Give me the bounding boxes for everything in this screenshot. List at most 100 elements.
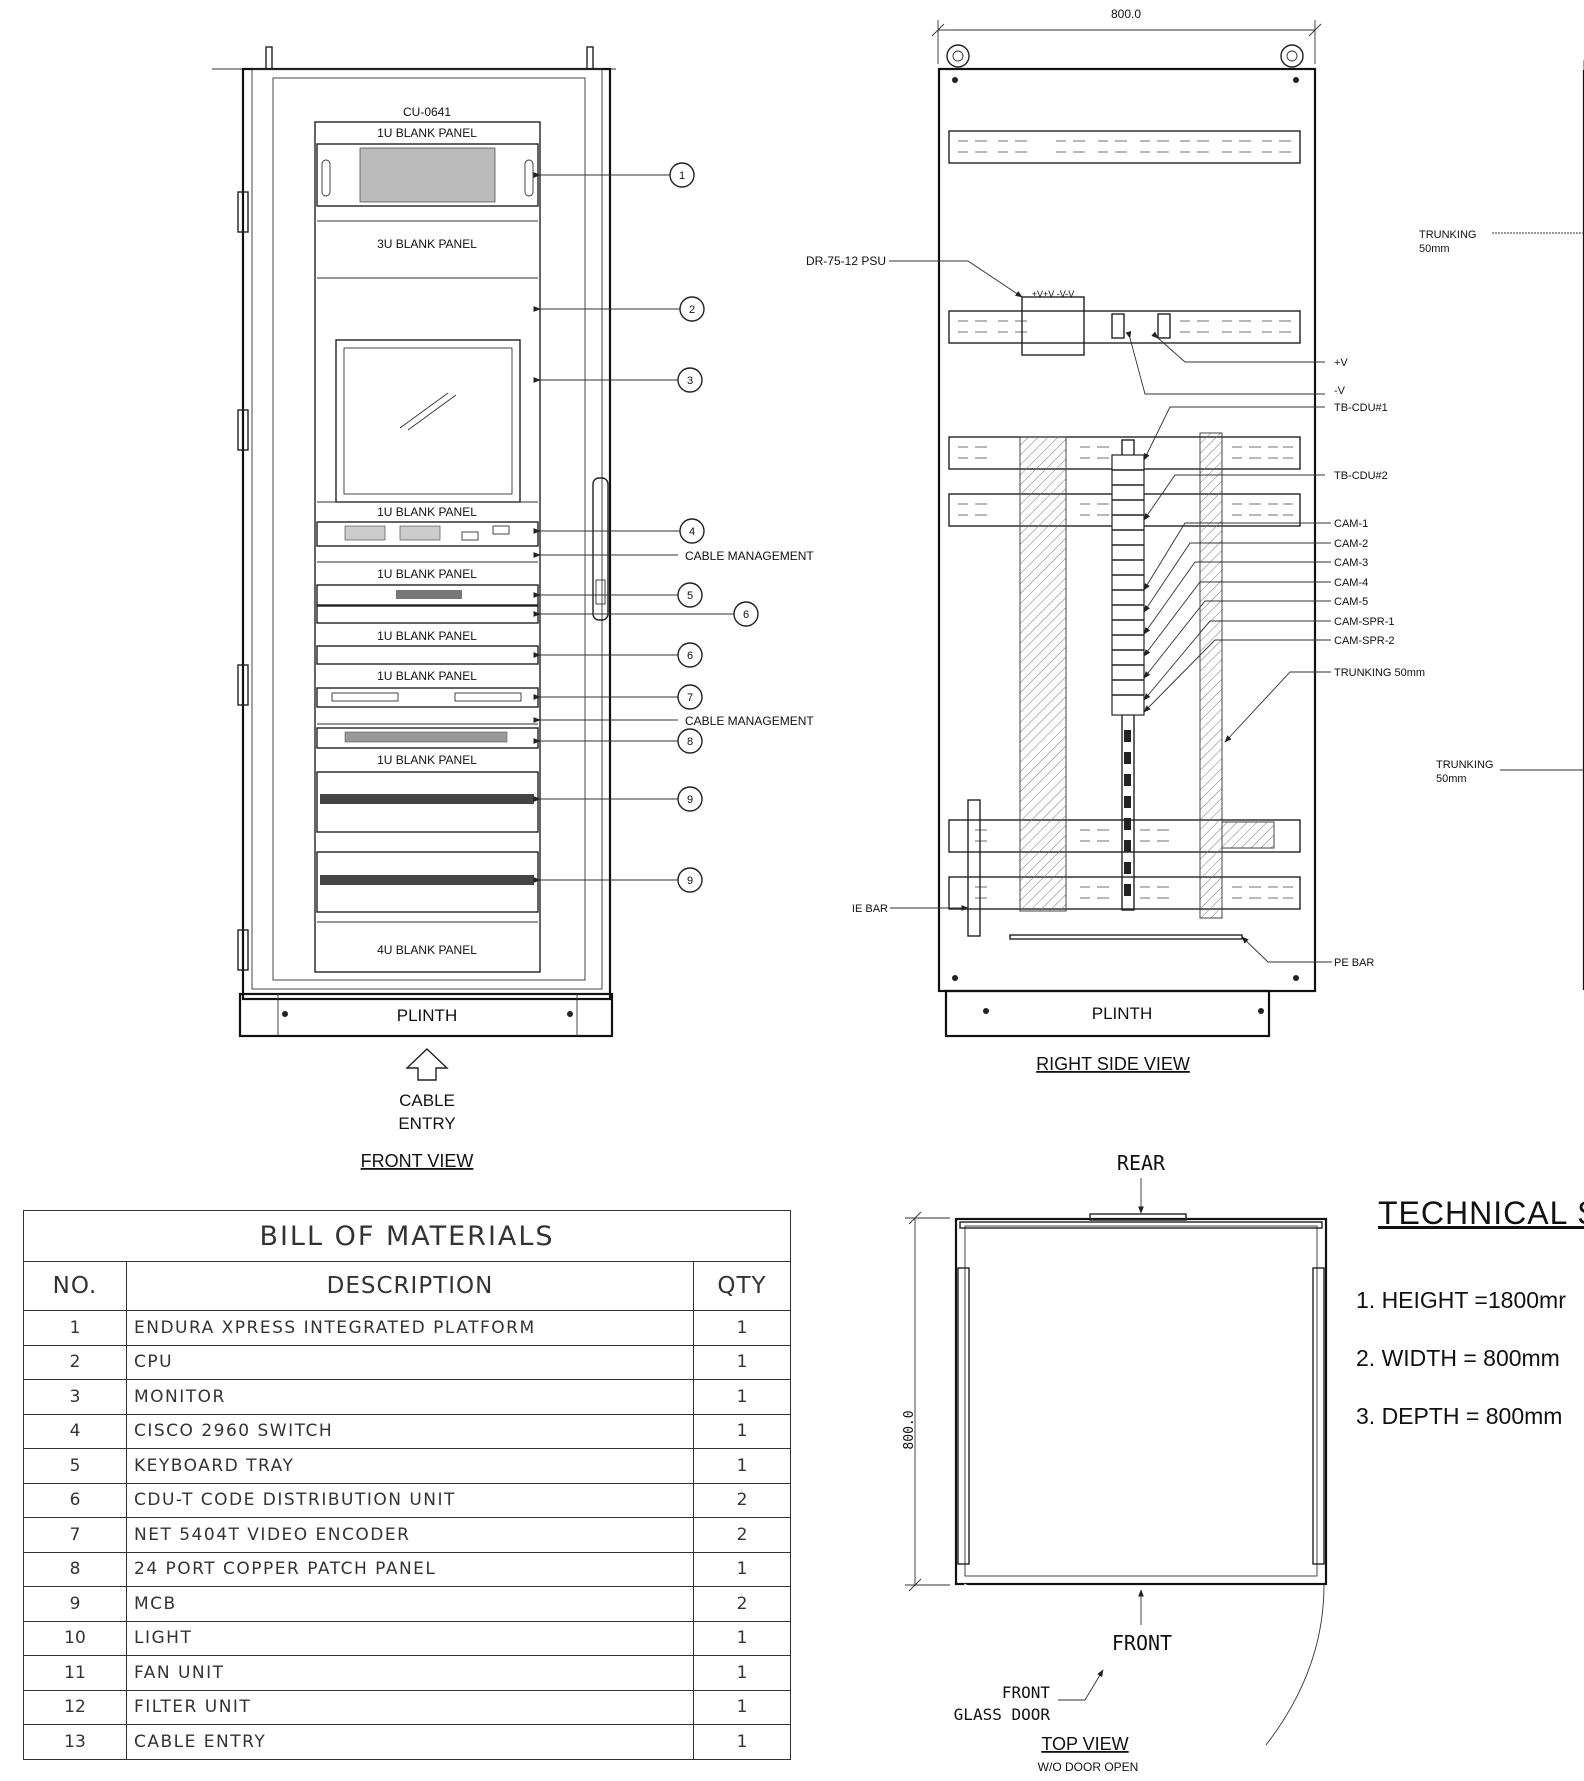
callout-number: 9 xyxy=(687,875,693,887)
cable-entry-label: ENTRY xyxy=(398,1114,455,1133)
front-view-title: FRONT VIEW xyxy=(361,1151,474,1171)
top-view-subtitle: W/O DOOR OPEN xyxy=(1038,1760,1139,1774)
rack-area xyxy=(314,121,541,973)
bom-qty: 2 xyxy=(693,1586,791,1622)
pe-bar xyxy=(1009,934,1243,940)
callout-number: 4 xyxy=(689,526,695,538)
cam-label: CAM-5 xyxy=(1334,596,1368,608)
rear-label: REAR xyxy=(1117,1151,1166,1175)
bom-description: NET 5404T VIDEO ENCODER xyxy=(126,1517,694,1553)
callout-number: 9 xyxy=(687,794,693,806)
tech-spec-item: 2. WIDTH = 800mm xyxy=(1356,1345,1560,1371)
bom-qty: 1 xyxy=(693,1655,791,1691)
rear-panel: TRUNKING 50mm TRUNKING 50mm xyxy=(1419,60,1584,990)
side-view-title: RIGHT SIDE VIEW xyxy=(1036,1054,1190,1074)
patch-panel xyxy=(316,727,539,749)
bom-qty: 1 xyxy=(693,1310,791,1346)
bom-description: FILTER UNIT xyxy=(126,1689,694,1725)
cabinet-model: CU-0641 xyxy=(403,105,451,119)
bom-qty: 1 xyxy=(693,1413,791,1449)
hinge xyxy=(237,191,249,233)
bom-description: CISCO 2960 SWITCH xyxy=(126,1413,694,1449)
plinth-label: PLINTH xyxy=(1092,1004,1152,1023)
cam-label: CAM-SPR-2 xyxy=(1334,635,1395,647)
pe-bar-label: PE BAR xyxy=(1334,957,1374,969)
hinge xyxy=(237,664,249,706)
cam-label: CAM-1 xyxy=(1334,518,1368,530)
bom-no: 1 xyxy=(23,1310,127,1346)
door-label: GLASS DOOR xyxy=(954,1705,1051,1724)
callout-number: 7 xyxy=(687,692,693,704)
mcb-unit xyxy=(316,771,539,833)
technical-specification: TECHNICAL S 1. HEIGHT =1800mr 2. WIDTH =… xyxy=(1356,1195,1584,1429)
bom-qty: 1 xyxy=(693,1344,791,1380)
cable-management-label: CABLE MANAGEMENT xyxy=(685,549,814,563)
bom-qty: 1 xyxy=(693,1620,791,1656)
bom-description: CPU xyxy=(126,1344,694,1380)
cable-management-label: CABLE MANAGEMENT xyxy=(685,714,814,728)
trunking-size: 50mm xyxy=(1419,243,1450,255)
depth-dimension: 800.0 xyxy=(902,1410,917,1449)
bom-qty: 1 xyxy=(693,1689,791,1725)
callout-number: 6 xyxy=(743,609,749,621)
trunking-size: 50mm xyxy=(1436,773,1467,785)
door-swing-arc xyxy=(1265,1584,1325,1746)
cam-label: CAM-4 xyxy=(1334,577,1368,589)
callout-number: 8 xyxy=(687,736,693,748)
din-rail xyxy=(948,130,1301,164)
trunking-label: TRUNKING xyxy=(1419,229,1476,241)
bom-description: CABLE ENTRY xyxy=(126,1724,694,1760)
plinth-label: PLINTH xyxy=(397,1006,457,1025)
bom-qty: 1 xyxy=(693,1379,791,1415)
bom-description: FAN UNIT xyxy=(126,1655,694,1691)
tb-cdu1-label: TB-CDU#1 xyxy=(1334,402,1388,414)
ie-bar xyxy=(967,799,981,937)
bom-qty: 1 xyxy=(693,1551,791,1587)
code-distribution-unit xyxy=(316,645,539,665)
side-plinth xyxy=(944,989,1271,1038)
door-handle xyxy=(592,477,609,621)
cam-label: CAM-SPR-1 xyxy=(1334,616,1395,628)
minus-v-label: -V xyxy=(1334,385,1346,397)
psu-unit xyxy=(1021,296,1085,356)
camera-labels: CAM-1 CAM-2 CAM-3 CAM-4 CAM-5 CAM-SPR-1 … xyxy=(1143,518,1395,713)
lifting-eye-icon xyxy=(946,44,970,68)
trunking xyxy=(1019,436,1067,912)
panel-label: 1U BLANK PANEL xyxy=(377,505,477,519)
bom-description: MONITOR xyxy=(126,1379,694,1415)
bom-header-row: NO. DESCRIPTION QTY xyxy=(23,1261,791,1311)
bom-title: BILL OF MATERIALS xyxy=(23,1210,791,1262)
callout-number: 1 xyxy=(679,170,685,182)
bom-no: 8 xyxy=(23,1551,127,1587)
top-cabinet-outline xyxy=(954,1217,1328,1586)
panel-label: 1U BLANK PANEL xyxy=(377,669,477,683)
bom-no: 9 xyxy=(23,1586,127,1622)
bom-no: 10 xyxy=(23,1620,127,1656)
bom-no: 2 xyxy=(23,1344,127,1380)
trunking xyxy=(1221,821,1275,849)
bom-no: 13 xyxy=(23,1724,127,1760)
cam-label: CAM-3 xyxy=(1334,557,1368,569)
bom-qty: 1 xyxy=(693,1724,791,1760)
front-view: CU-0641 1U BLANK PANEL 3U BLANK PANEL 1U… xyxy=(212,46,814,1171)
bom-no: 3 xyxy=(23,1379,127,1415)
bom-no: 4 xyxy=(23,1413,127,1449)
bom-qty: 2 xyxy=(693,1482,791,1518)
bom-no: 6 xyxy=(23,1482,127,1518)
trunking xyxy=(1199,432,1223,919)
hinge xyxy=(237,929,249,971)
monitor xyxy=(335,339,521,503)
plus-v-label: +V xyxy=(1334,357,1348,369)
terminal-block xyxy=(1111,454,1145,716)
cable-entry-label: CABLE xyxy=(399,1091,455,1110)
